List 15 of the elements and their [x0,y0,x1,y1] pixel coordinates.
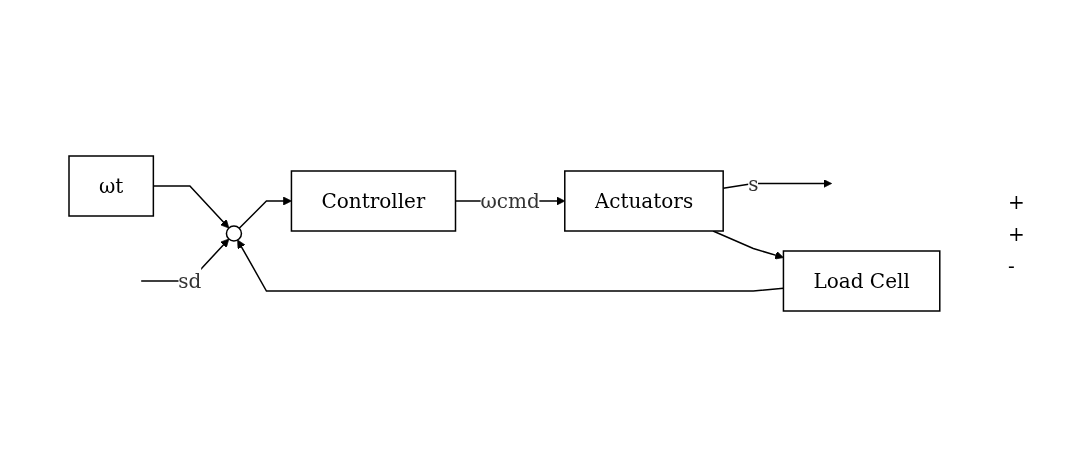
sign-label: - [1008,253,1016,278]
arrow [236,239,784,292]
arrow [238,196,292,229]
node-circle [225,225,242,242]
node-box: Controller [290,170,456,232]
edge-label: sd [177,269,202,293]
sign-label: + [1008,221,1026,246]
sign-label: + [1008,189,1026,214]
node-box: ωt [67,155,154,217]
node-box: Load Cell [782,250,941,312]
edge-label: ωcmd [480,189,540,213]
node-box: Actuators [563,170,724,232]
arrow [152,185,229,229]
edge-label: s [747,171,759,196]
arrow [722,179,832,190]
